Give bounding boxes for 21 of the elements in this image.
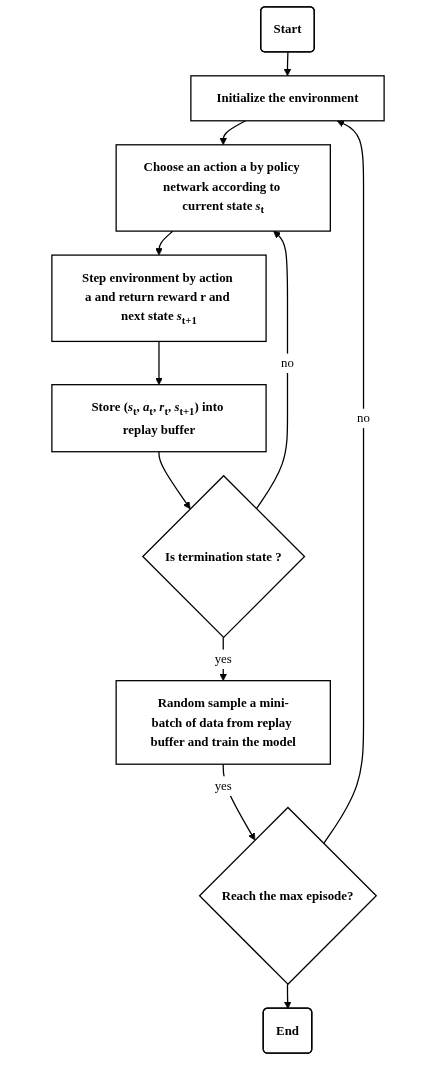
node-box: Store (s$_{t}$, a$_{t}$, r$_{t}$, s$_{t+1}$) into replay buffer <box>51 384 267 453</box>
arrow <box>155 230 174 256</box>
edge-label: no <box>357 411 370 425</box>
arrow <box>322 120 365 845</box>
arrow <box>255 230 289 510</box>
edge-label: no <box>281 355 294 370</box>
node-box: Choose an action a by policy netwark according to current state s$_{t}$ <box>115 144 331 232</box>
node-box: Random sample a mini-batch of data from replay buffer and train the model <box>115 680 331 765</box>
node-diamond: Is termination state ? <box>141 474 306 639</box>
arrow <box>219 636 227 681</box>
edge-label: yes <box>214 651 232 666</box>
arrow <box>155 340 163 385</box>
node-diamond: Reach the max episode? <box>198 806 378 986</box>
arrow <box>283 51 292 77</box>
arrow <box>158 451 191 510</box>
arrow <box>222 763 256 841</box>
arrow <box>283 983 292 1009</box>
node-box: Initialize the environment <box>190 75 385 122</box>
edge-label: yes <box>214 778 232 793</box>
node-box: Step environment by action a and return reward r and next state s$_{t+1}$ <box>51 254 267 343</box>
arrow <box>219 120 247 146</box>
